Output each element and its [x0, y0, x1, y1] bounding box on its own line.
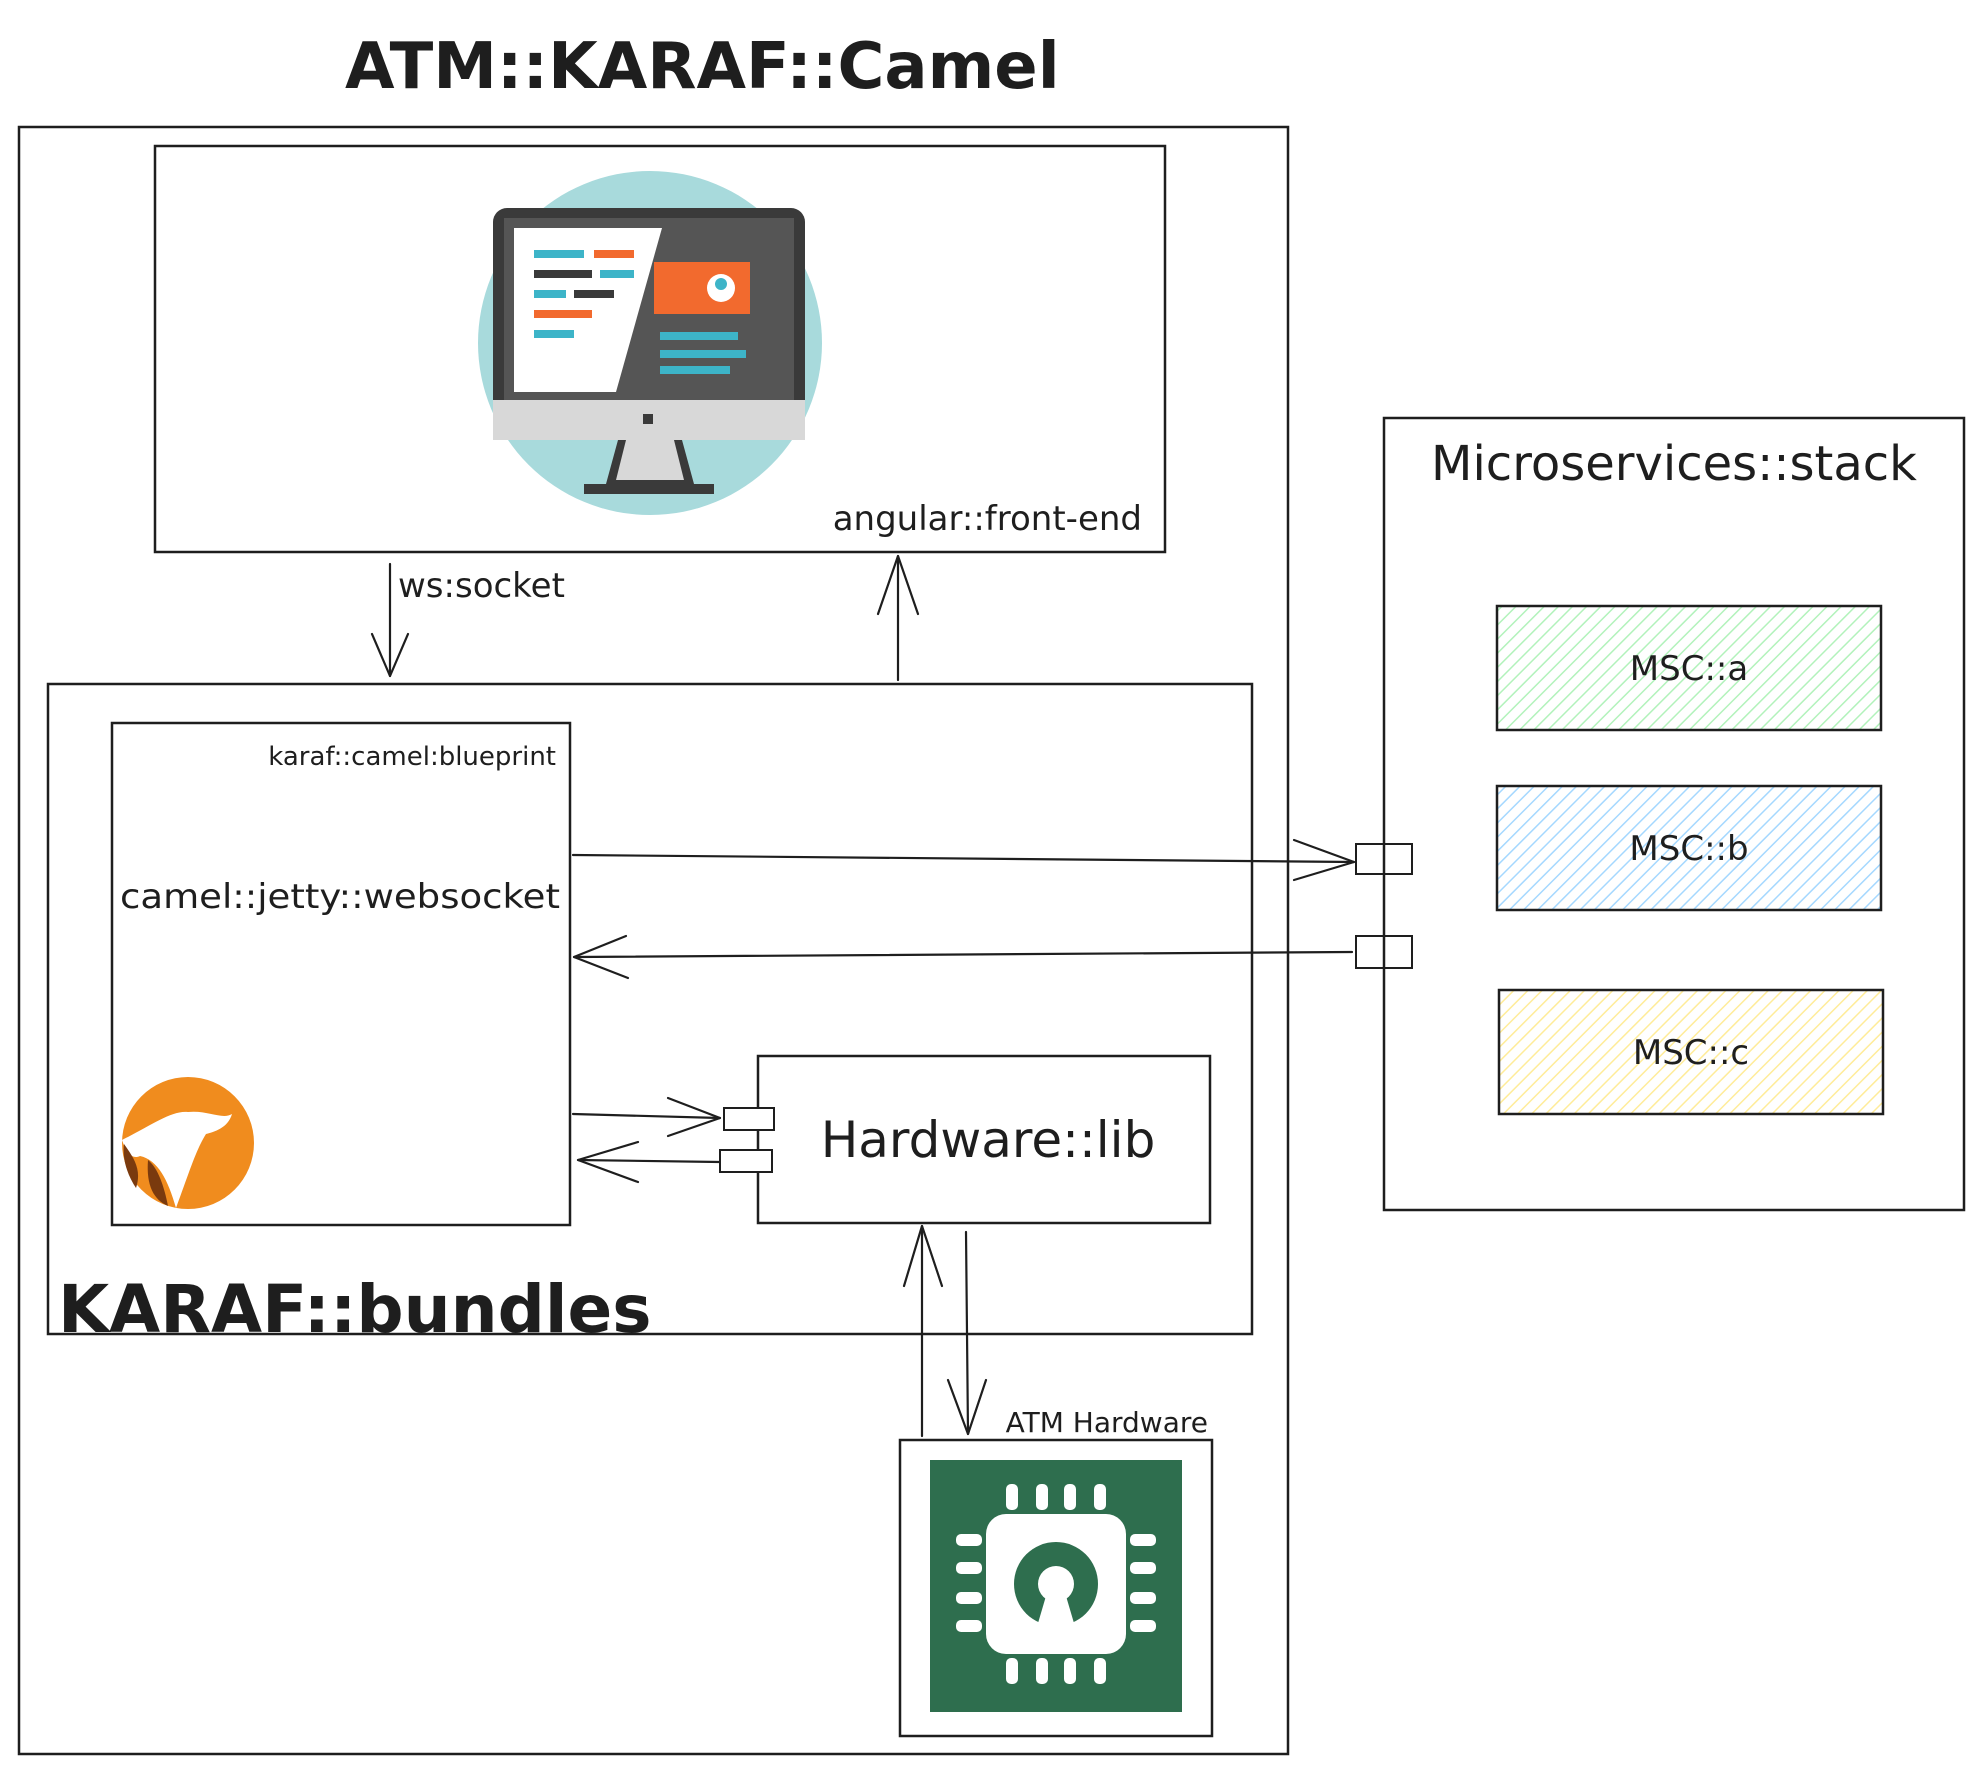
service-msc-b: MSC::b — [1495, 784, 1883, 912]
frontend-box: angular::front-end — [153, 144, 1167, 554]
lib-to-hardware-arrow — [946, 1230, 988, 1436]
blueprint-to-microservices-arrow — [571, 838, 1413, 882]
blueprint-label: karaf::camel:blueprint — [268, 742, 556, 772]
frontend-label: angular::front-end — [833, 499, 1142, 539]
service-msc-b-label: MSC::b — [1629, 829, 1748, 869]
service-msc-c-label: MSC::c — [1633, 1033, 1749, 1073]
diagram-title: ATM::KARAF::Camel — [345, 30, 1060, 104]
microservices-stack-box: Microservices::stack MSC::a MSC::b MSC::… — [1382, 416, 1966, 1212]
hardware-to-blueprint-arrow — [576, 1140, 773, 1184]
jetty-websocket-label: camel::jetty::websocket — [120, 877, 560, 917]
atm-hardware-label: ATM Hardware — [1006, 1406, 1208, 1439]
hardware-lib-box: Hardware::lib — [756, 1054, 1212, 1225]
bundles-to-frontend-arrow — [876, 554, 920, 682]
hardware-to-lib-arrow — [902, 1224, 944, 1438]
atm-hardware-box: ATM Hardware — [898, 1406, 1214, 1738]
ws-socket-arrow — [370, 562, 410, 678]
service-msc-c: MSC::c — [1497, 988, 1885, 1116]
karaf-bundles-box: KARAF::bundles — [46, 682, 1254, 1348]
hardware-lib-label: Hardware::lib — [821, 1111, 1156, 1169]
ws-socket-label: ws:socket — [398, 566, 565, 606]
microservices-to-blueprint-arrow — [572, 934, 1413, 980]
karaf-bundles-label: KARAF::bundles — [58, 1271, 652, 1348]
service-msc-a: MSC::a — [1495, 604, 1883, 732]
microservices-label: Microservices::stack — [1431, 436, 1917, 492]
camel-logo-icon — [122, 1077, 254, 1209]
blueprint-to-hardware-arrow — [571, 1096, 775, 1138]
service-msc-a-label: MSC::a — [1630, 649, 1748, 689]
blueprint-box: karaf::camel:blueprint camel::jetty::web… — [110, 721, 572, 1227]
chip-icon — [930, 1460, 1182, 1712]
monitor-icon — [478, 171, 822, 515]
atm-container — [17, 125, 1290, 1756]
